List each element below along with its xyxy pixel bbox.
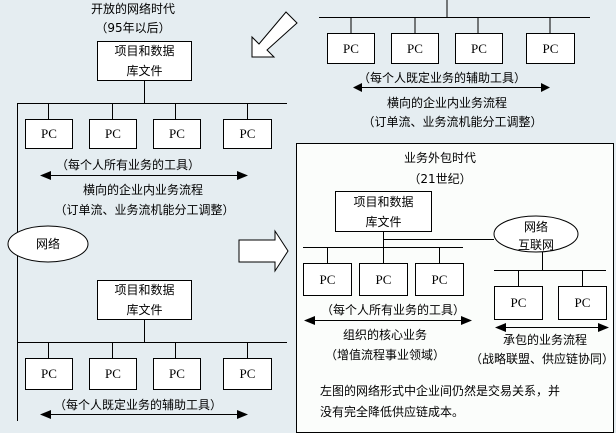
pc-box: PC — [303, 263, 352, 296]
db-label-line1: 项目和数据 — [114, 283, 175, 297]
network-ellipse — [7, 225, 89, 263]
pc-box: PC — [359, 263, 408, 296]
arrowhead-right — [598, 323, 609, 332]
contract-detail: （战略联盟、供应链协同） — [469, 352, 614, 366]
top-right-flow: 横向的企业内业务流程 — [386, 96, 507, 110]
note-line1: 左图的网络形式中企业间仍然是交易关系，并 — [320, 384, 561, 398]
db-label-line2: 库文件 — [126, 303, 163, 317]
top-right-caption: （每个人既定业务的辅助工具） — [357, 71, 526, 85]
arrowhead-right — [237, 410, 248, 419]
left-bottom-caption: （每个人既定业务的辅助工具） — [53, 398, 222, 412]
arrowhead-left — [40, 171, 51, 180]
db-label-line1: 项目和数据 — [353, 194, 414, 209]
arrowhead-left — [353, 83, 362, 92]
arrowhead-right — [237, 171, 248, 180]
pc-box: PC — [327, 33, 375, 64]
internet-label-line2: 互联网 — [517, 238, 554, 252]
db-label-line2: 库文件 — [365, 214, 402, 229]
contract-flow: 承包的业务流程 — [502, 333, 587, 347]
arrowhead-left — [40, 410, 51, 419]
arrowhead-left — [304, 316, 315, 325]
right-arrow-icon — [238, 229, 289, 273]
pc-box: PC — [89, 119, 137, 149]
pc-box: PC — [223, 358, 272, 390]
left-top-flow: 横向的企业内业务流程 — [82, 183, 203, 197]
left-top-db-box: 项目和数据 库文件 — [97, 41, 192, 81]
pc-box: PC — [25, 119, 73, 149]
internet-label-line1: 网络 — [523, 220, 548, 234]
pc-box: PC — [25, 358, 73, 390]
core-business: 组织的核心业务 — [342, 328, 427, 342]
left-era-subtitle: （95年以后） — [95, 21, 171, 35]
db-label-line1: 项目和数据 — [114, 44, 175, 58]
pc-box: PC — [455, 33, 503, 64]
left-top-flow-detail: （订单流、业务流机能分工调整） — [54, 203, 235, 217]
note-line2: 没有完全降低供应链成本。 — [320, 405, 465, 419]
outsourcing-db-box: 项目和数据 库文件 — [335, 191, 432, 232]
arrowhead-right — [541, 83, 550, 92]
left-top-caption: （每个人所有业务的工具） — [55, 158, 200, 172]
diagram-lines — [7, 0, 609, 421]
internet-label: 网络 互联网 — [500, 218, 572, 252]
db-label-line2: 库文件 — [126, 64, 163, 78]
pc-box: PC — [153, 119, 201, 149]
arrowhead-right — [461, 316, 472, 325]
diagonal-arrow-icon — [251, 11, 298, 58]
pc-box: PC — [391, 33, 439, 64]
core-detail: （增值流程事业领域） — [324, 348, 445, 362]
network-label: 网络 — [35, 237, 60, 251]
top-right-flow-detail: （订单流、业务流机能分工调整） — [362, 115, 543, 129]
outsourcing-era-title: 业务外包时代 — [403, 151, 476, 165]
pc-box: PC — [558, 286, 607, 320]
pc-box: PC — [223, 119, 272, 149]
note-text: 左图的网络形式中企业间仍然是交易关系，并 没有完全降低供应链成本。 — [320, 381, 560, 423]
internet-ellipse — [493, 215, 579, 253]
pc-box: PC — [89, 358, 137, 390]
outsourcing-era-subtitle: （21世纪） — [408, 172, 472, 186]
arrowhead-left — [495, 323, 506, 332]
pc-box: PC — [494, 286, 543, 320]
pc-box: PC — [526, 33, 575, 64]
left-era-title: 开放的网络时代 — [90, 2, 175, 16]
pc-box: PC — [415, 263, 464, 296]
core-caption: （每个人所有业务的工具） — [320, 303, 465, 317]
left-bottom-db-box: 项目和数据 库文件 — [97, 280, 192, 320]
pc-box: PC — [153, 358, 201, 390]
